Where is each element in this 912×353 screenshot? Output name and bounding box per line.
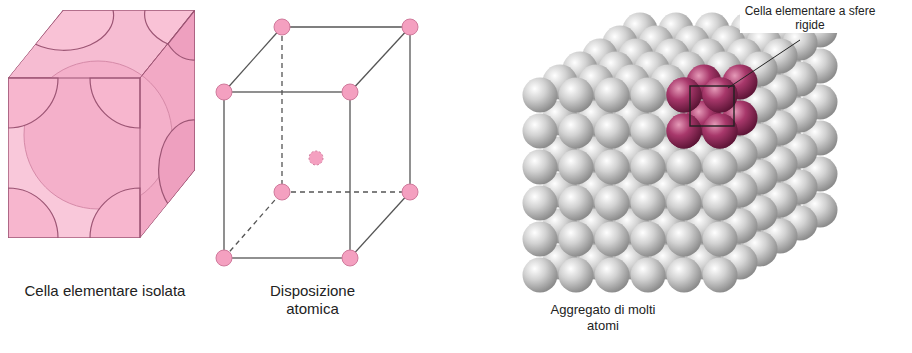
- atom-sphere: [631, 222, 666, 257]
- atom-sphere: [631, 150, 666, 185]
- atom-sphere: [559, 114, 594, 149]
- unit-cell-sphere: [703, 114, 738, 149]
- leader-line: [728, 40, 800, 88]
- atom-sphere: [559, 150, 594, 185]
- caption: Cella elementare isolata: [20, 282, 190, 300]
- atom-sphere: [667, 258, 702, 293]
- atom-sphere: [595, 186, 630, 221]
- callout-label: Cella elementare a sfere rigide: [740, 4, 880, 33]
- atom-sphere: [703, 150, 738, 185]
- atom-sphere: [559, 258, 594, 293]
- atom-sphere: [667, 222, 702, 257]
- atom-sphere: [595, 150, 630, 185]
- unit-cell-sphere: [667, 78, 702, 113]
- atom-sphere: [559, 222, 594, 257]
- atom-sphere: [523, 78, 558, 113]
- atom-sphere: [595, 114, 630, 149]
- atom-sphere: [559, 78, 594, 113]
- caption: Aggregato di molti atomi: [548, 302, 658, 333]
- atom-sphere: [523, 222, 558, 257]
- atom-aggregate: [523, 13, 838, 293]
- unit-cell-isolated: [8, 10, 195, 238]
- atom-sphere: [595, 78, 630, 113]
- unit-cell-sphere: [667, 114, 702, 149]
- atom-sphere: [631, 78, 666, 113]
- atom-sphere: [559, 186, 594, 221]
- atom-sphere: [667, 150, 702, 185]
- unit-cell-sphere: [667, 114, 702, 149]
- caption: Disposizione atomica: [255, 282, 370, 318]
- atom-sphere: [523, 258, 558, 293]
- unit-cell-sphere: [703, 78, 738, 113]
- atom-sphere: [631, 258, 666, 293]
- atom-sphere: [703, 222, 738, 257]
- atom-dots: [216, 19, 418, 266]
- atom-sphere: [667, 186, 702, 221]
- atom-sphere: [523, 114, 558, 149]
- atom-sphere: [595, 258, 630, 293]
- atom-sphere: [703, 186, 738, 221]
- unit-cell-sphere: [667, 78, 702, 113]
- unit-cell-sphere: [703, 114, 738, 149]
- unit-cell-sphere: [703, 78, 738, 113]
- atom-sphere: [703, 258, 738, 293]
- unit-cell-box: [690, 86, 734, 126]
- atomic-arrangement: [224, 27, 410, 258]
- atom-sphere: [523, 150, 558, 185]
- atom-sphere: [523, 186, 558, 221]
- atom-sphere: [595, 222, 630, 257]
- atom-sphere: [631, 114, 666, 149]
- atom-sphere: [631, 186, 666, 221]
